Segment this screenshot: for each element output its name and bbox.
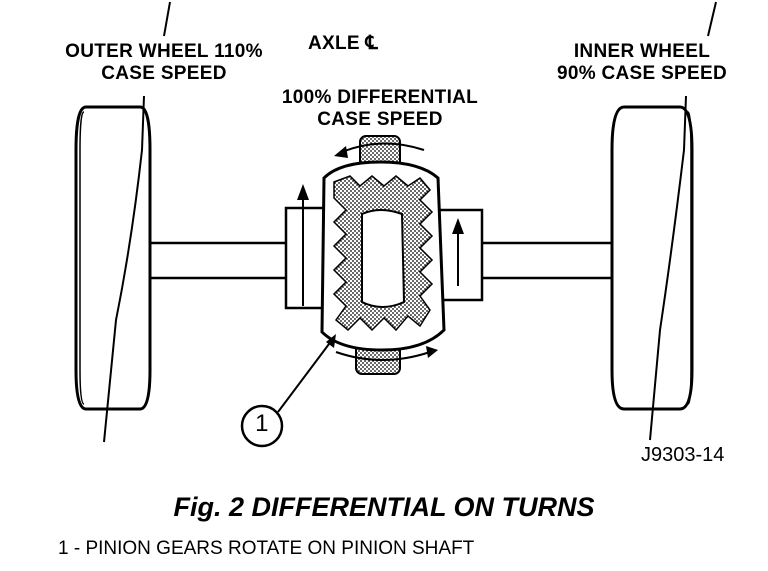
inner-axle-speed-arrow <box>452 218 464 286</box>
left-side-gear-hub <box>284 206 328 310</box>
figure-id: J9303-14 <box>641 444 725 466</box>
axle-center-label: AXLE ℄ <box>308 33 378 54</box>
legend-text: 1 - PINION GEARS ROTATE ON PINION SHAFT <box>58 538 475 559</box>
diff-case-label-line1: 100% DIFFERENTIAL <box>281 87 479 108</box>
outer-wheel-label-line2: CASE SPEED <box>101 63 227 84</box>
outer-axle-speed-arrow <box>297 184 309 306</box>
outer-wheel-leader <box>103 95 145 443</box>
inner-wheel-label-line2: 90% CASE SPEED <box>557 63 727 84</box>
outer-wheel-leader-top <box>163 1 171 37</box>
figure-caption: Fig. 2 DIFFERENTIAL ON TURNS <box>173 492 595 522</box>
outer-wheel <box>74 95 152 443</box>
diff-case-label-line2: CASE SPEED <box>317 109 443 130</box>
case-rotation-arrow-bottom <box>335 346 438 361</box>
case-rotation-arrow-top <box>334 142 425 158</box>
inner-wheel-leader <box>649 95 687 441</box>
ring-gear-teeth <box>332 175 434 332</box>
callout-1 <box>240 334 336 448</box>
callout-number: 1 <box>255 410 269 437</box>
outer-wheel-label-line1: OUTER WHEEL 110% <box>65 41 263 62</box>
inner-wheel-leader-top <box>707 1 717 37</box>
inner-wheel-label-line1: INNER WHEEL <box>573 41 711 62</box>
axle-shaft-left <box>142 241 296 280</box>
axle-shaft-right <box>478 241 620 280</box>
inner-wheel <box>610 95 694 441</box>
